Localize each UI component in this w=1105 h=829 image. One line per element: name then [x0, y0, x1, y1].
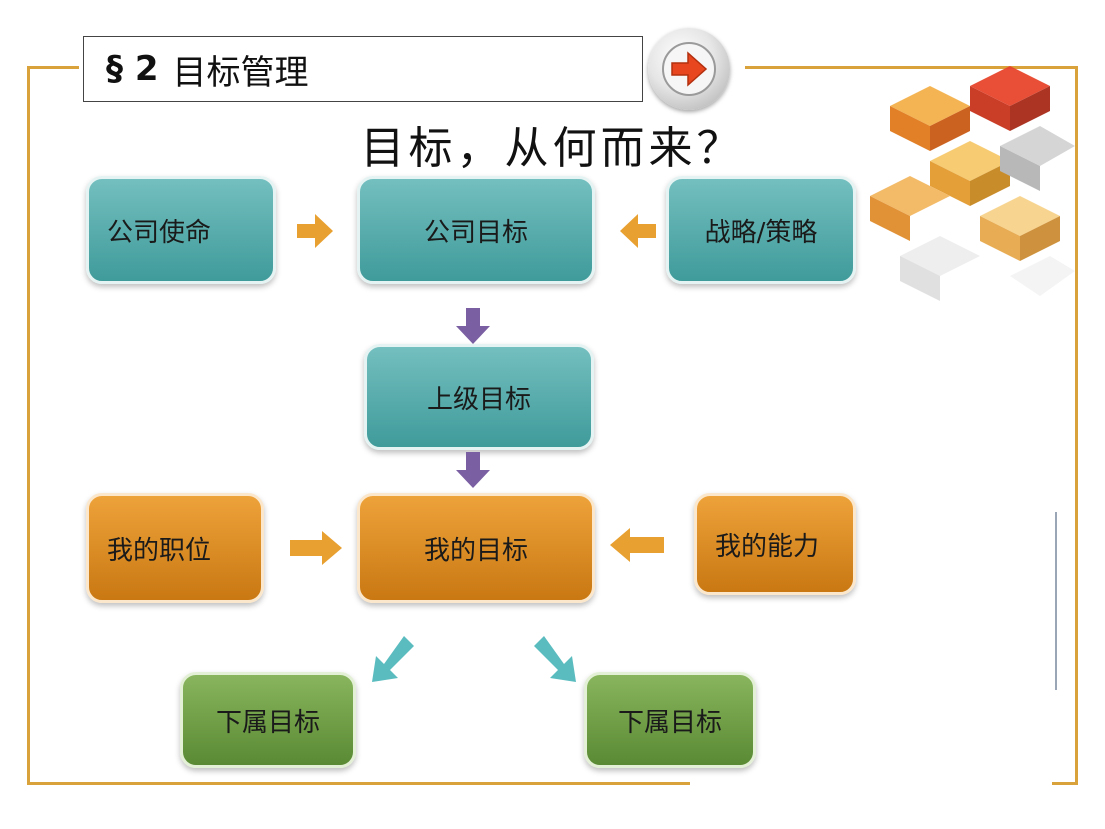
frame-top-right	[745, 66, 1078, 69]
arrow-superior-to-my-goal	[456, 452, 490, 488]
thin-vertical-line	[1055, 512, 1057, 690]
frame-right	[1075, 66, 1078, 785]
frame-left	[27, 66, 30, 785]
arrow-my-goal-to-sub-right	[534, 636, 576, 682]
decorative-cubes	[870, 66, 1075, 301]
node-my-ability: 我的能力	[694, 493, 856, 595]
arrow-strategy-to-goal	[620, 214, 656, 248]
arrow-ability-to-my-goal	[610, 528, 664, 562]
page-title: 目标，从何而来？	[360, 123, 745, 174]
frame-top-left	[27, 66, 79, 69]
section-mark: § 2	[106, 49, 159, 89]
node-strategy: 战略/策略	[666, 176, 856, 284]
node-company-goal: 公司目标	[357, 176, 595, 284]
node-my-position: 我的职位	[86, 493, 264, 603]
section-header: § 2 目标管理	[83, 36, 643, 102]
arrow-my-goal-to-sub-left	[372, 636, 414, 682]
right-arrow-icon	[662, 42, 716, 96]
frame-bottom-right	[1052, 782, 1078, 785]
section-label: 目标管理	[172, 52, 309, 93]
node-my-goal: 我的目标	[357, 493, 595, 603]
frame-bottom-left	[27, 782, 690, 785]
arrow-goal-to-superior	[456, 308, 490, 344]
next-button[interactable]	[648, 28, 730, 110]
node-sub-goal-left: 下属目标	[180, 672, 356, 768]
node-sub-goal-right: 下属目标	[584, 672, 756, 768]
arrow-position-to-my-goal	[290, 531, 342, 565]
arrow-mission-to-goal	[297, 214, 333, 248]
node-superior-goal: 上级目标	[364, 344, 594, 450]
node-mission: 公司使命	[86, 176, 276, 284]
